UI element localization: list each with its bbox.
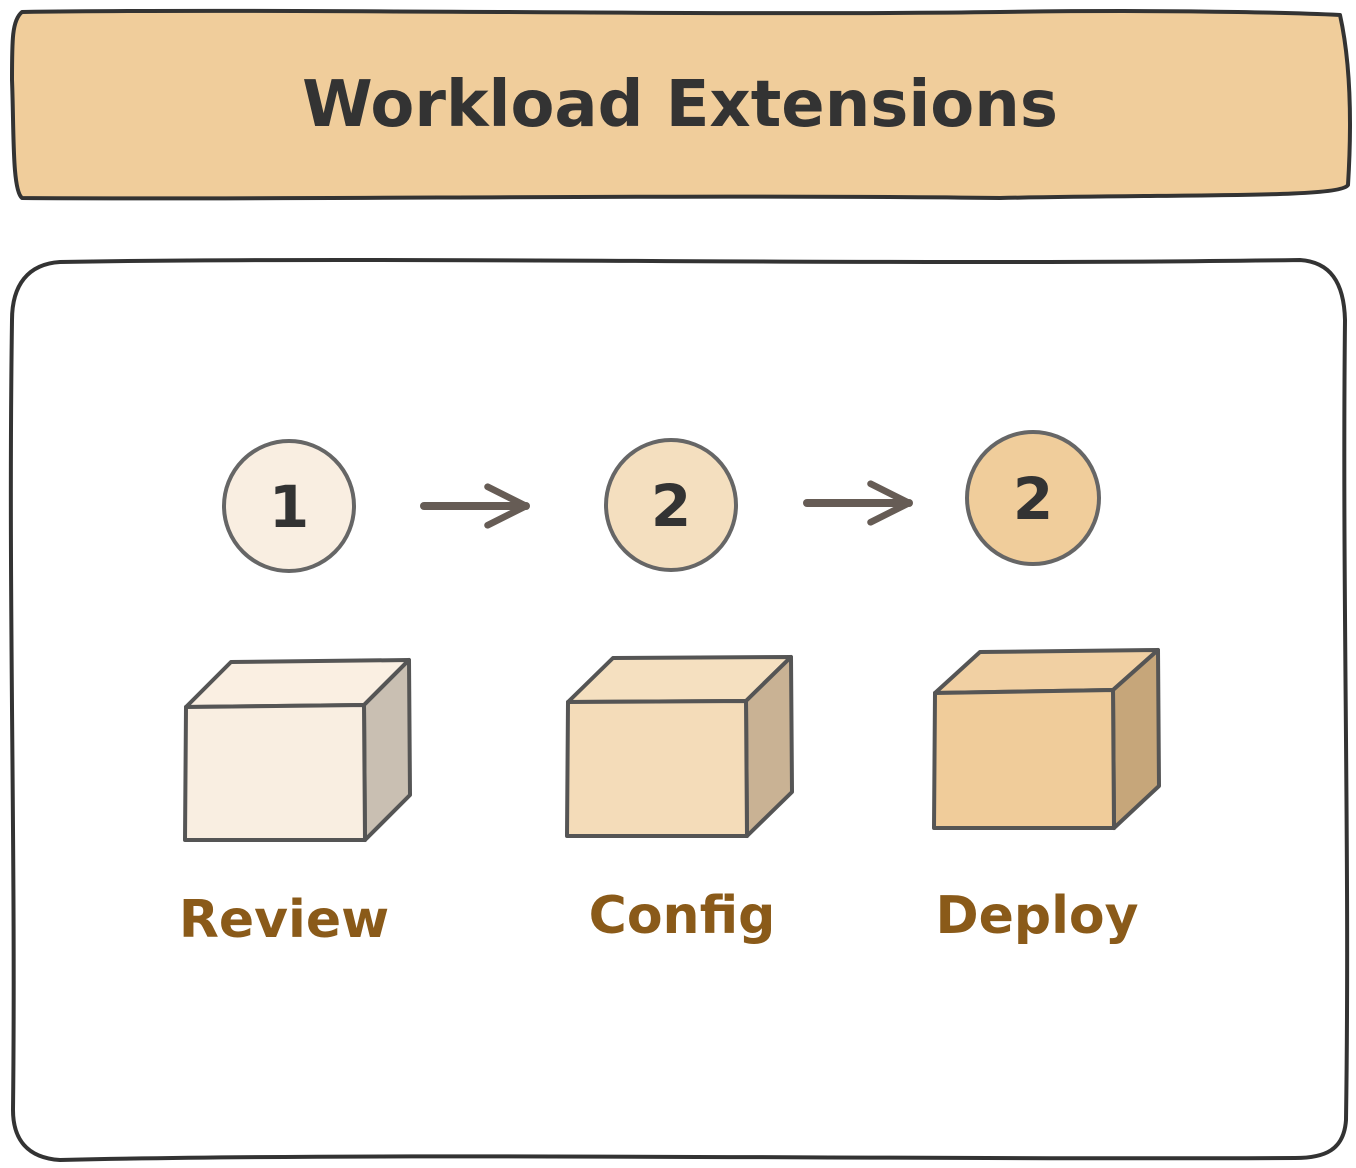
step-number: 2 <box>651 472 691 540</box>
box-front-face <box>183 703 367 842</box>
box-icon <box>565 655 794 838</box>
step-label: Review <box>179 890 389 950</box>
step-deploy: 2 Deploy <box>932 430 1161 946</box>
box-icon <box>932 648 1161 830</box>
step-number-circle <box>604 438 738 572</box>
step-number: 2 <box>1013 465 1053 533</box>
title-banner <box>10 8 1352 201</box>
step-number-circle <box>965 430 1101 566</box>
box-icon <box>183 658 412 842</box>
step-label: Config <box>589 886 776 946</box>
diagram-title: Workload Extensions <box>302 68 1058 142</box>
step-number: 1 <box>269 473 309 541</box>
step-review: 1 Review <box>179 439 412 950</box>
step-config: 2 Config <box>565 438 794 946</box>
box-front-face <box>565 699 749 838</box>
step-number-circle <box>222 439 356 573</box>
box-front-face <box>932 688 1116 830</box>
step-label: Deploy <box>935 886 1138 946</box>
